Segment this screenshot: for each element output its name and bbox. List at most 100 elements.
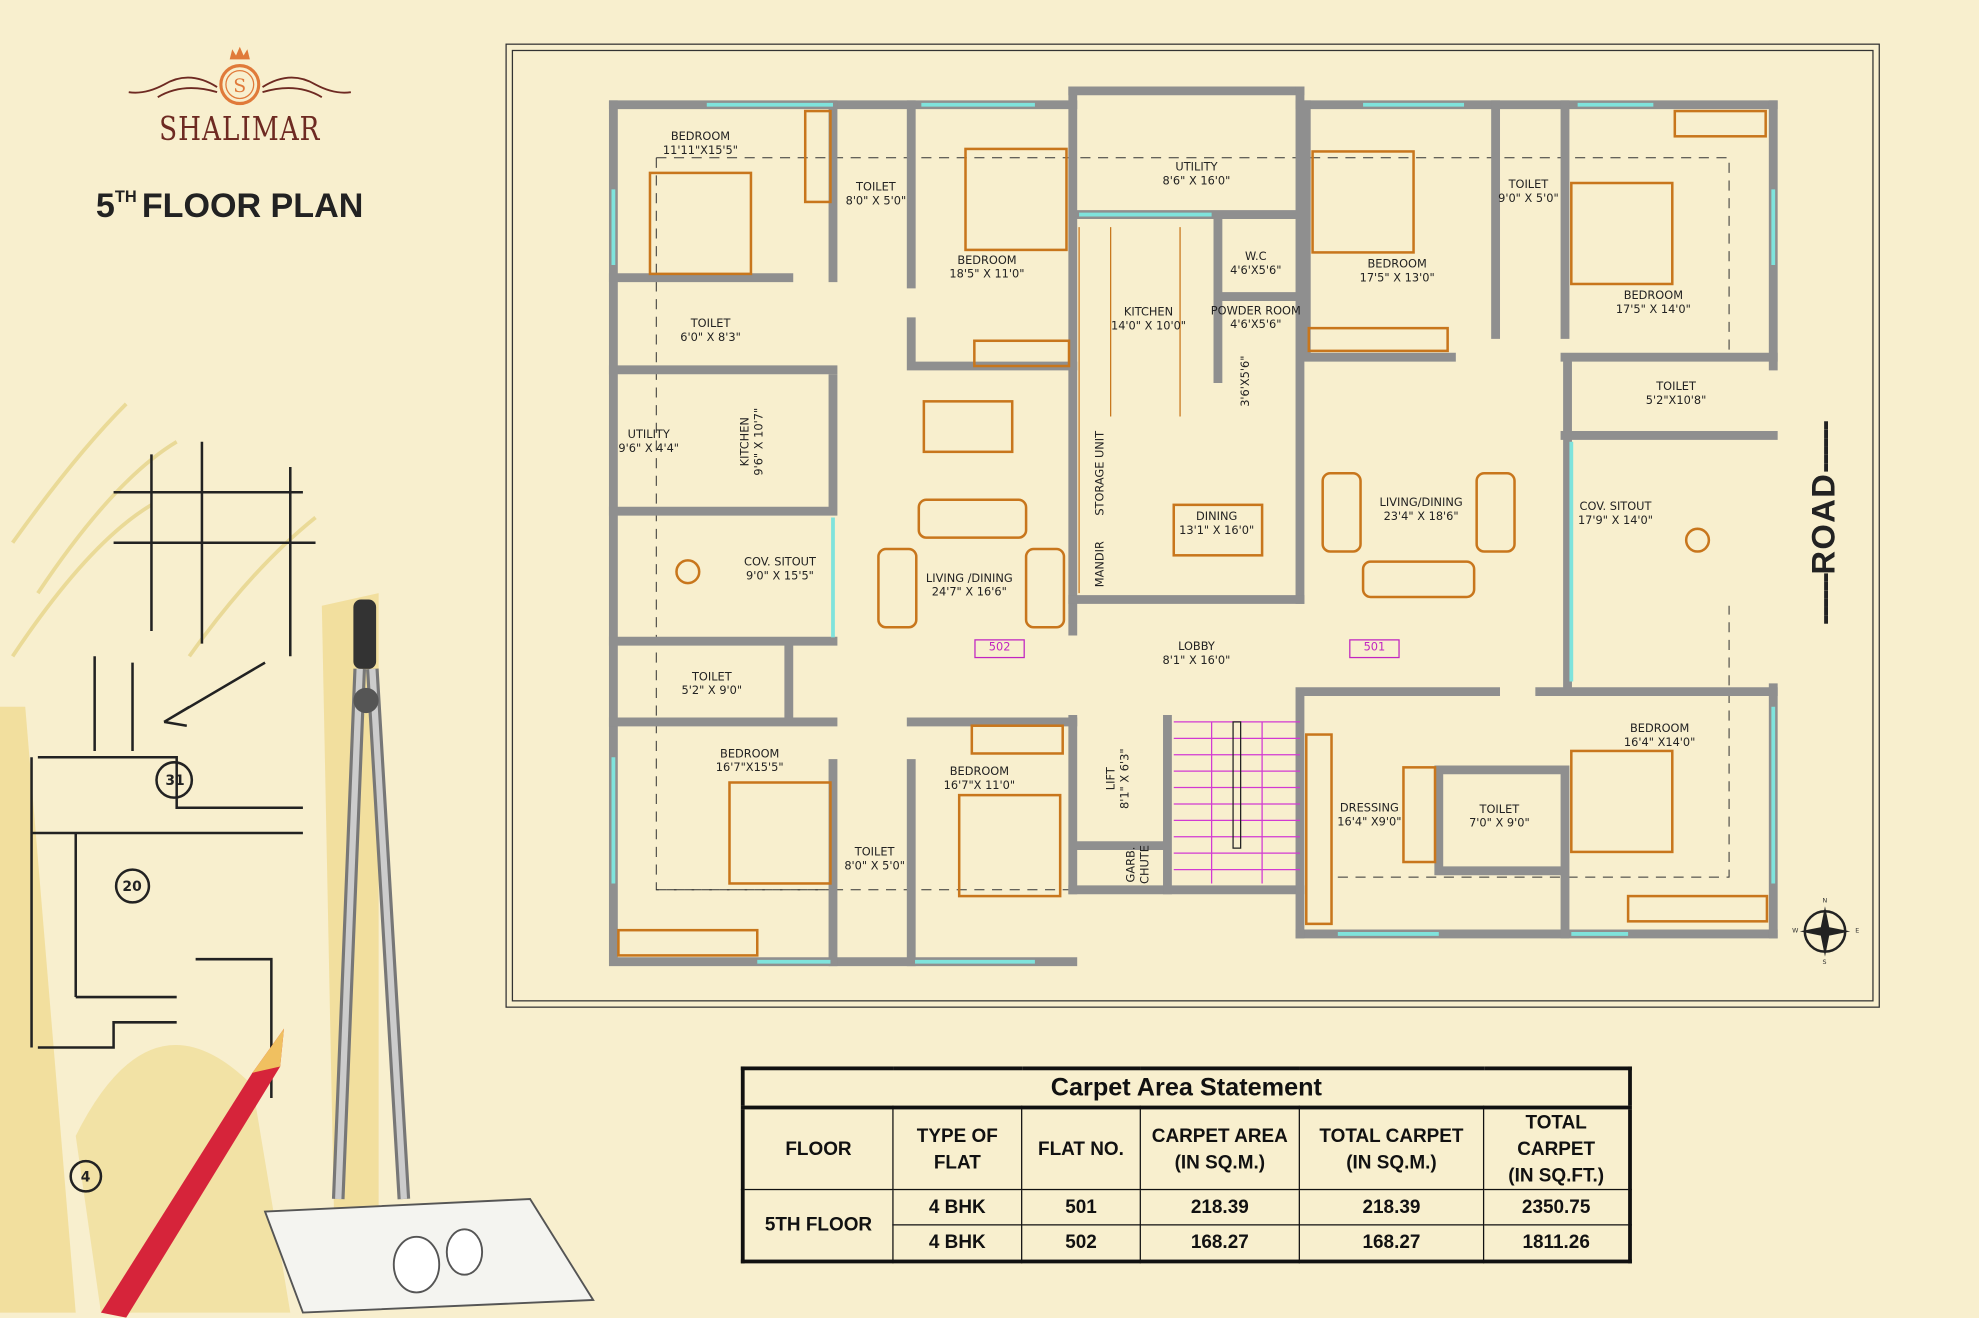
room-name: TOILET [854,846,895,860]
room-name: MANDIR [1094,541,1108,588]
compass-west-label: W [1792,927,1799,936]
room-name: UTILITY [627,429,670,442]
table-caption: Carpet Area Statement [742,1067,1631,1110]
blueprint-rolls-icon [263,1198,595,1314]
sofa [1321,472,1362,553]
drawing-frame-outer [505,43,1880,1008]
sitout-table [675,559,701,585]
sitout-table [1684,527,1711,553]
room-dimensions: 5'2"X10'8" [1645,395,1707,408]
flat-cell: 502 [1021,1224,1141,1263]
room-name: LIVING/DINING [1379,497,1463,510]
bed [1311,150,1415,254]
bed [957,793,1062,898]
room-dimensions: 17'5" X 14'0" [1615,304,1691,317]
room-dimensions: 17'5" X 13'0" [1359,272,1435,286]
bed [648,171,753,276]
room-name: TOILET [691,671,732,685]
bed [1570,749,1674,854]
room-name: LIFT [1105,767,1119,791]
room-name: BEDROOM [1623,290,1684,303]
room-name: KITCHEN [739,417,753,467]
room-dimensions: 4'6'X5'6" [1230,319,1282,332]
sofa [1361,560,1476,599]
furniture [617,109,1769,957]
room-dimensions: 9'0" X 15'5" [746,570,814,584]
room-name: UTILITY [1175,161,1218,175]
type-cell: 4 BHK [892,1188,1023,1226]
room-name: W.C [1245,251,1267,264]
wardrobe [973,339,1071,368]
total-sqm-cell: 218.39 [1298,1188,1485,1226]
architect-sketch-illustration: 31 20 4 [0,402,595,1318]
room-dimensions: 13'1" X 16'0" [1179,525,1255,538]
room-label: STORAGE UNIT [1095,431,1109,516]
room-dimensions: 23'4" X 18'6" [1383,511,1459,524]
sketch-number: 4 [81,1169,91,1185]
wardrobe [803,109,832,204]
projection-lines [655,157,1730,891]
room-dimensions: 5'2" X 9'0" [681,685,743,698]
room-dimensions: 18'5" X 11'0" [949,268,1025,282]
shalimar-logo-emblem: S [128,46,352,106]
bed [1570,181,1674,286]
title-text: FLOOR PLAN [141,186,364,225]
room-dimensions: 11'11"X15'5" [662,145,739,158]
drawing-frame-inner [511,49,1874,1002]
room-dimensions: 7'0" X 9'0" [1469,817,1530,831]
road-dashes: ------ [1804,422,1843,473]
floor-cell: 5TH FLOOR [742,1188,894,1263]
col-total-sqm: TOTAL CARPET(IN SQ.M.) [1298,1106,1485,1191]
room-label: 3'6'X5'6" [1240,356,1254,407]
room-name: TOILET [1479,803,1520,817]
room-dimensions: 9'0" X 5'0" [1498,193,1559,206]
road-label: ------ROAD------ [1804,423,1843,626]
col-total-sqft: TOTAL CARPET(IN SQ.FT.) [1482,1106,1631,1191]
sketch-number: 31 [165,773,184,789]
road-text: ROAD [1804,472,1843,575]
drafting-compass-icon [331,599,411,1200]
stair-handrail [1232,721,1242,849]
wardrobe [1402,766,1437,864]
bed [728,781,832,885]
wardrobe [1673,109,1767,138]
room-dimensions: 17'9" X 14'0" [1577,514,1654,528]
room-dimensions: 9'6" X 4'4" [618,442,680,456]
room-name: COV. SITOUT [744,556,816,570]
wardrobe [617,928,759,957]
room-label: GARB.CHUTE [1126,845,1154,884]
room-name: TOILET [1656,381,1696,394]
room-dimensions: 24'7" X 16'6" [931,586,1007,600]
flat-cell: 501 [1021,1188,1141,1226]
room-label: MANDIR [1095,541,1109,587]
dining-table [1172,503,1264,557]
room-dimensions: 8'6" X 16'0" [1162,175,1231,189]
col-flat-no: FLAT NO. [1021,1106,1141,1191]
room-name: BEDROOM [949,766,1010,779]
total-sqft-cell: 2350.75 [1482,1188,1631,1226]
room-name: KITCHEN [1123,306,1174,320]
wardrobe [970,724,1064,755]
sofa [1024,547,1066,629]
compass-east-label: E [1855,927,1860,936]
